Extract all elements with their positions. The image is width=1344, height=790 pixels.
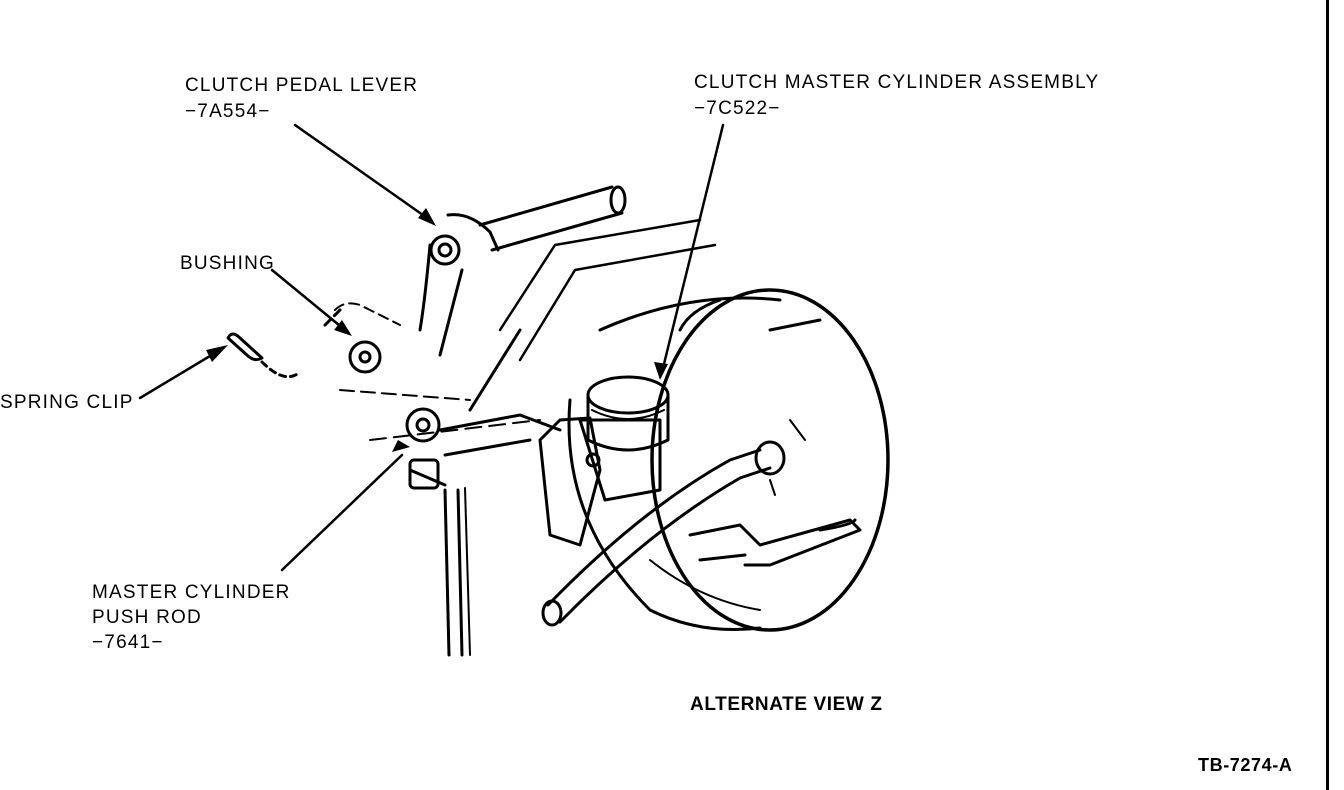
push-rod-part-number: −7641− [92,632,164,653]
pedal-lever-bar [418,185,627,357]
bushing-label: BUSHING [180,253,275,274]
leader-lines [138,123,725,572]
clutch-pedal-lever-label: CLUTCH PEDAL LEVER [185,75,419,96]
brake-booster [567,288,890,632]
spring-clip-part [226,332,302,379]
figure-id: TB-7274-A [1198,755,1293,775]
right-border-line [1326,0,1329,790]
push-rod-part [339,389,562,657]
clutch-pedal-lever-part-number: −7A554− [185,101,271,122]
clutch-master-cylinder-part-number: −7C522− [694,98,781,119]
push-rod-label-line1: MASTER CYLINDER [92,582,291,603]
spring-clip-label: SPRING CLIP [0,392,134,413]
clutch-master-cylinder-label: CLUTCH MASTER CYLINDER ASSEMBLY [694,72,1100,93]
push-rod-label-line2: PUSH ROD [92,607,202,628]
master-cylinder-body [468,218,717,547]
arrowheads [206,208,668,452]
view-title: ALTERNATE VIEW Z [690,694,883,715]
bushing-part [323,302,401,374]
hydraulic-lines [541,440,862,627]
